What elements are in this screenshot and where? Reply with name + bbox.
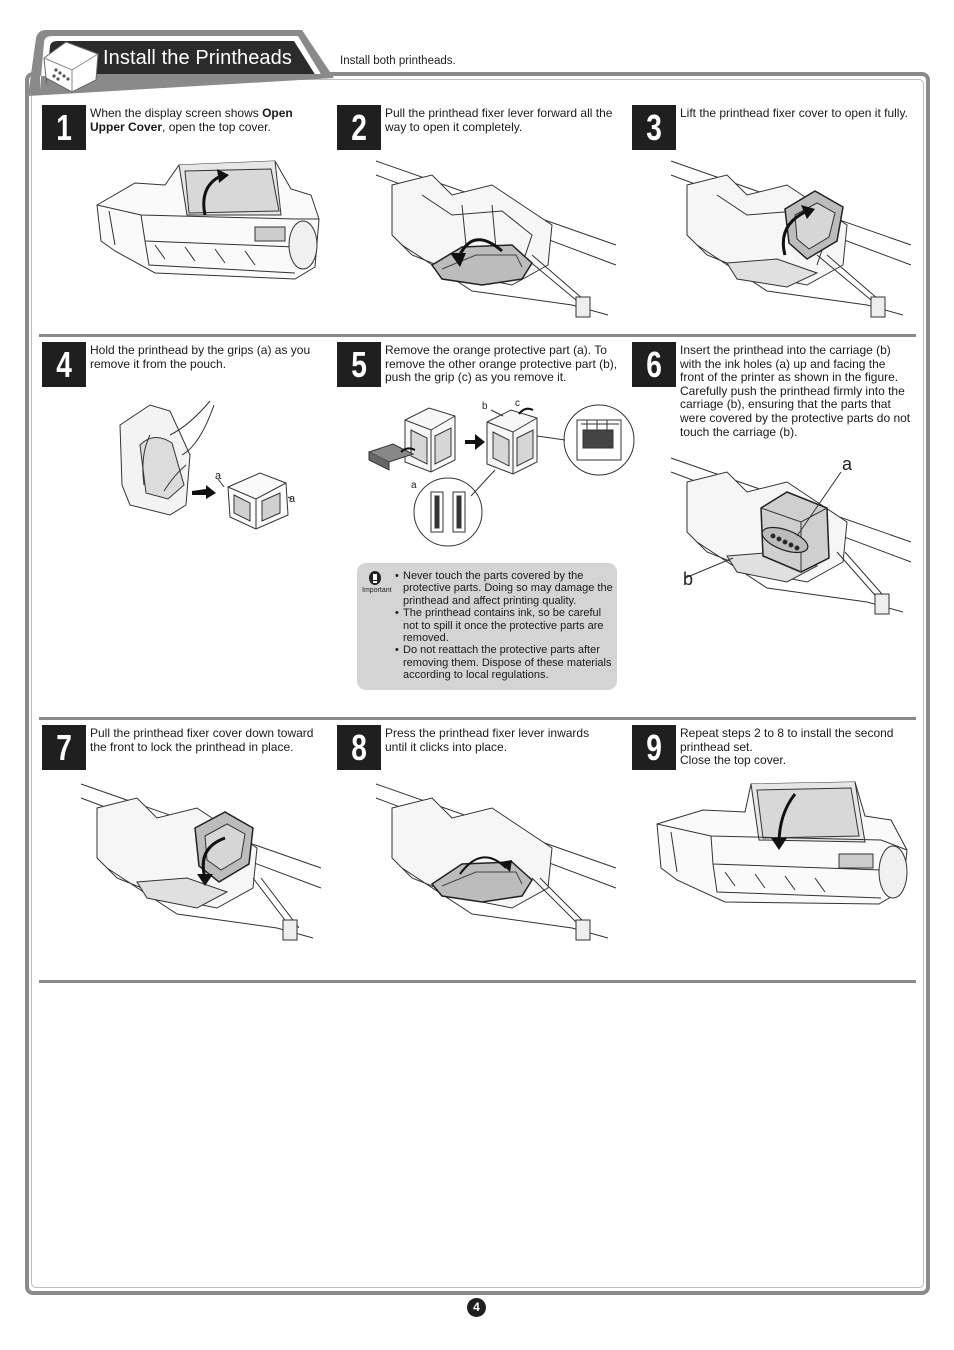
important-item: The printhead contains ink, so be carefu…: [395, 607, 613, 644]
important-item: Do not reattach the protective parts aft…: [395, 644, 613, 681]
row-divider-1: [39, 334, 916, 337]
page-subtitle: Install both printheads.: [340, 55, 456, 67]
step-4-badge: 4: [42, 342, 86, 387]
printhead-pouch-illustration: [119, 400, 293, 530]
label-c-grip: c: [515, 398, 520, 409]
row-divider-2: [39, 717, 916, 720]
label-a-grip-1: a: [215, 470, 222, 482]
fixer-cover-lift-illustration: [670, 160, 912, 318]
page-frame-inner: [31, 79, 924, 1288]
step-2-badge: 2: [337, 105, 381, 150]
label-a-ink-holes: a: [842, 454, 853, 474]
important-item: Never touch the parts covered by the pro…: [395, 570, 613, 607]
step-2-text: Pull the printhead fixer lever forward a…: [385, 106, 613, 134]
row-divider-3: [39, 980, 916, 983]
fixer-cover-down-illustration: [80, 783, 322, 941]
fixer-lever-inward-illustration: [375, 783, 617, 941]
printer-open-cover-illustration: [96, 160, 320, 280]
step-7-badge: 7: [42, 725, 86, 770]
step-8-text: Press the printhead fixer lever inwards …: [385, 726, 590, 754]
step-8-badge: 8: [337, 725, 381, 770]
step-3-badge: 3: [632, 105, 676, 150]
step-1-text: When the display screen shows Open Upper…: [90, 106, 293, 134]
step-1-badge: 1: [42, 105, 86, 150]
label-b-protective: b: [482, 401, 488, 412]
printhead-logo-icon: [43, 41, 99, 93]
fixer-lever-forward-illustration: [375, 160, 617, 318]
step-6-badge: 6: [632, 342, 676, 387]
header-tab: [28, 30, 334, 96]
step-7-text: Pull the printhead fixer cover down towa…: [90, 726, 314, 754]
page-title: Install the Printheads: [103, 47, 292, 69]
printer-close-cover-illustration: [656, 781, 908, 905]
label-a-protective: a: [411, 480, 417, 491]
label-a-grip-2: a: [289, 493, 296, 505]
important-note: Important Never touch the parts covered …: [357, 563, 617, 690]
important-label: Important: [362, 587, 392, 594]
remove-protective-part-illustration: [367, 404, 635, 547]
step-4-text: Hold the printhead by the grips (a) as y…: [90, 343, 311, 371]
step-5-badge: 5: [337, 342, 381, 387]
step-3-text: Lift the printhead fixer cover to open i…: [680, 106, 908, 120]
step-6-text: Insert the printhead into the carriage (…: [680, 343, 911, 439]
page-number: 4: [467, 1298, 486, 1317]
step-9-badge: 9: [632, 725, 676, 770]
step-5-text: Remove the orange protective part (a). T…: [385, 343, 618, 385]
insert-printhead-illustration: [670, 457, 912, 615]
step-9-text: Repeat steps 2 to 8 to install the secon…: [680, 726, 894, 768]
important-icon: [369, 571, 381, 585]
label-b-carriage: b: [683, 569, 694, 589]
